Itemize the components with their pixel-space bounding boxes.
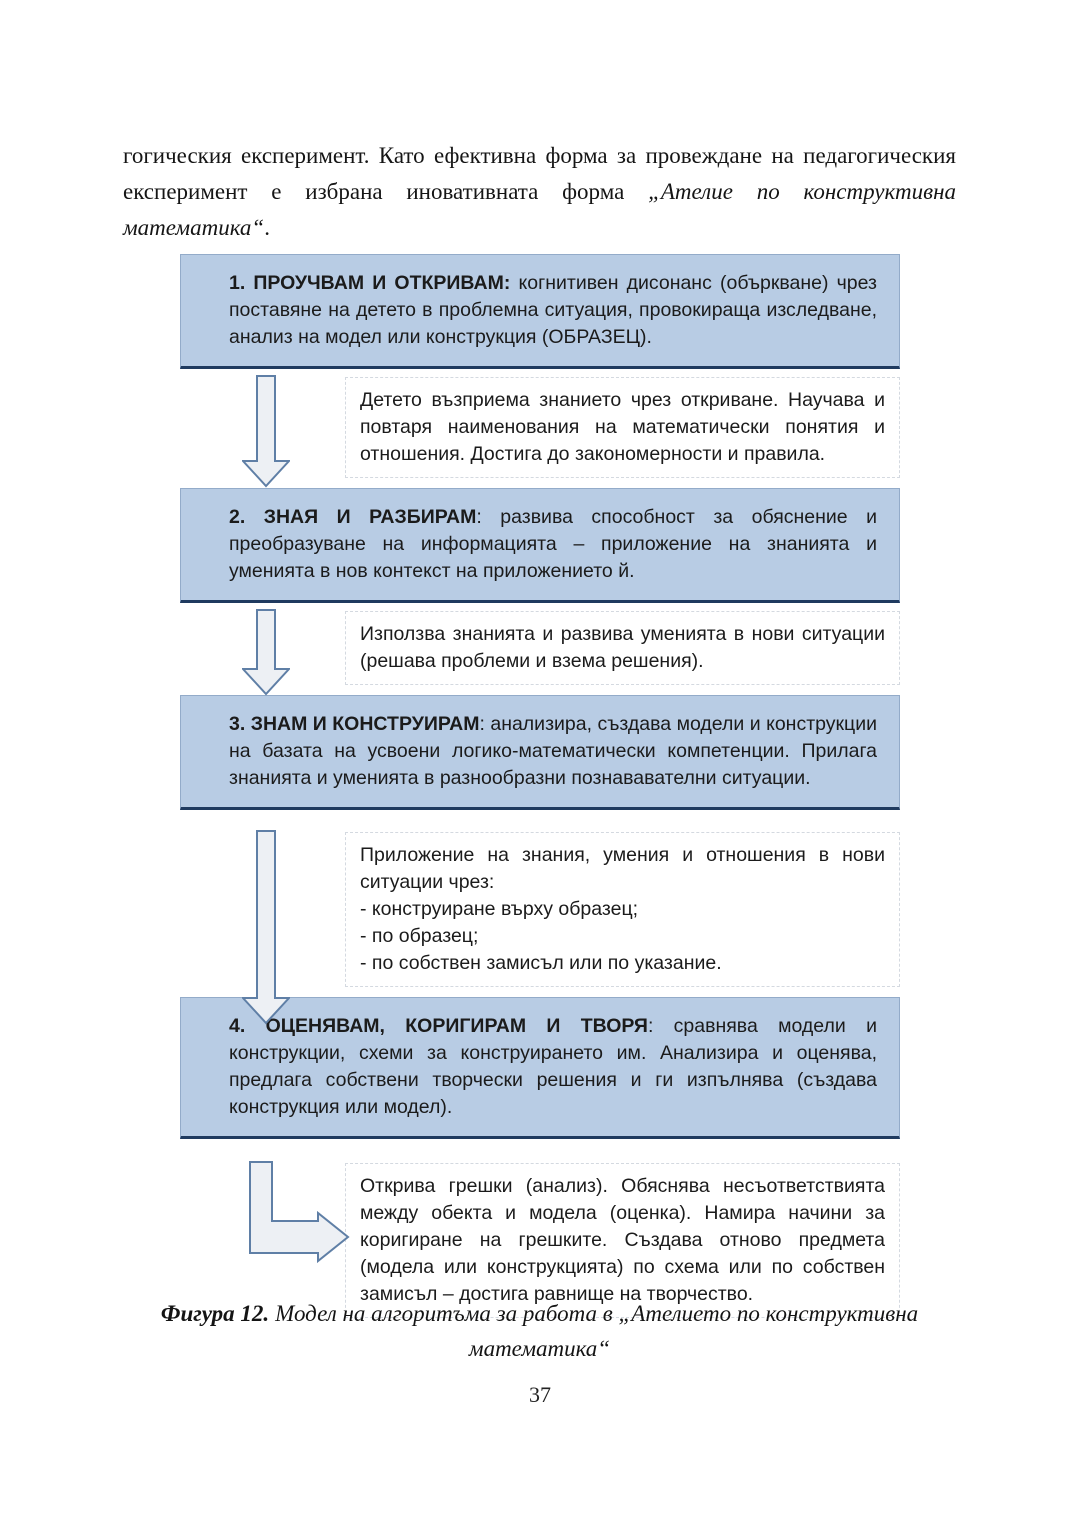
figure-12-diagram: 1. ПРОУЧВАМ И ОТКРИВАМ: когнитивен дисон… bbox=[180, 254, 900, 1324]
intro-text-end: . bbox=[264, 215, 270, 240]
note-1-text: Детето възприема знанието чрез откриване… bbox=[360, 389, 885, 465]
note-3-text: Приложение на знания, умения и отношения… bbox=[360, 844, 885, 974]
figure-caption-label: Фигура 12. bbox=[160, 1301, 270, 1326]
bent-right-arrow-icon bbox=[249, 1161, 350, 1264]
intro-italic-title: „Ателие по конструктивна математика“ bbox=[123, 179, 956, 240]
figure-caption-text: Модел на алгоритъма за работа в „Ателиет… bbox=[275, 1301, 919, 1361]
intro-text: гогическия експеримент. Като ефективна ф… bbox=[123, 143, 956, 204]
note-1: Детето възприема знанието чрез откриване… bbox=[345, 377, 900, 478]
down-arrow-icon bbox=[242, 830, 290, 1025]
step-2-body: : развива способност за обяснение и прео… bbox=[229, 506, 877, 582]
figure-caption: Фигура 12.Модел на алгоритъма за работа … bbox=[123, 1296, 956, 1366]
step-2-label: 2. ЗНАЯ И РАЗБИРАМ bbox=[229, 506, 477, 528]
step-box-4: 4. ОЦЕНЯВАМ, КОРИГИРАМ И ТВОРЯ: сравнява… bbox=[180, 997, 900, 1139]
step-4-label: 4. ОЦЕНЯВАМ, КОРИГИРАМ И ТВОРЯ bbox=[229, 1015, 648, 1037]
note-4-text: Открива грешки (анализ). Обяснява несъот… bbox=[360, 1175, 885, 1305]
note-2-text: Използва знанията и развива уменията в н… bbox=[360, 623, 885, 672]
connector-2: Използва знанията и развива уменията в н… bbox=[180, 609, 900, 696]
note-4: Открива грешки (анализ). Обяснява несъот… bbox=[345, 1163, 900, 1318]
down-arrow-icon bbox=[242, 609, 290, 696]
step-1-body: когнитивен дисонанс (объркване) чрез пос… bbox=[229, 272, 877, 348]
page-number: 37 bbox=[529, 1382, 551, 1407]
step-box-3: 3. ЗНАМ И КОНСТРУИРАМ: анализира, създав… bbox=[180, 695, 900, 810]
step-box-2: 2. ЗНАЯ И РАЗБИРАМ: развива способност з… bbox=[180, 488, 900, 603]
connector-1: Детето възприема знанието чрез откриване… bbox=[180, 375, 900, 488]
step-4-body: : сравнява модели и конструкции, схеми з… bbox=[229, 1015, 877, 1118]
down-arrow-icon bbox=[242, 375, 290, 488]
step-3-body: : анализира, създава модели и конструкци… bbox=[229, 713, 877, 789]
connector-4: Открива грешки (анализ). Обяснява несъот… bbox=[180, 1161, 900, 1318]
note-3: Приложение на знания, умения и отношения… bbox=[345, 832, 900, 987]
connector-3: Приложение на знания, умения и отношения… bbox=[180, 830, 900, 1025]
step-1-label: 1. ПРОУЧВАМ И ОТКРИВАМ: bbox=[229, 272, 511, 294]
note-2: Използва знанията и развива уменията в н… bbox=[345, 611, 900, 685]
intro-paragraph: гогическия експеримент. Като ефективна ф… bbox=[123, 138, 956, 246]
step-box-1: 1. ПРОУЧВАМ И ОТКРИВАМ: когнитивен дисон… bbox=[180, 254, 900, 369]
step-3-label: 3. ЗНАМ И КОНСТРУИРАМ bbox=[229, 713, 480, 735]
